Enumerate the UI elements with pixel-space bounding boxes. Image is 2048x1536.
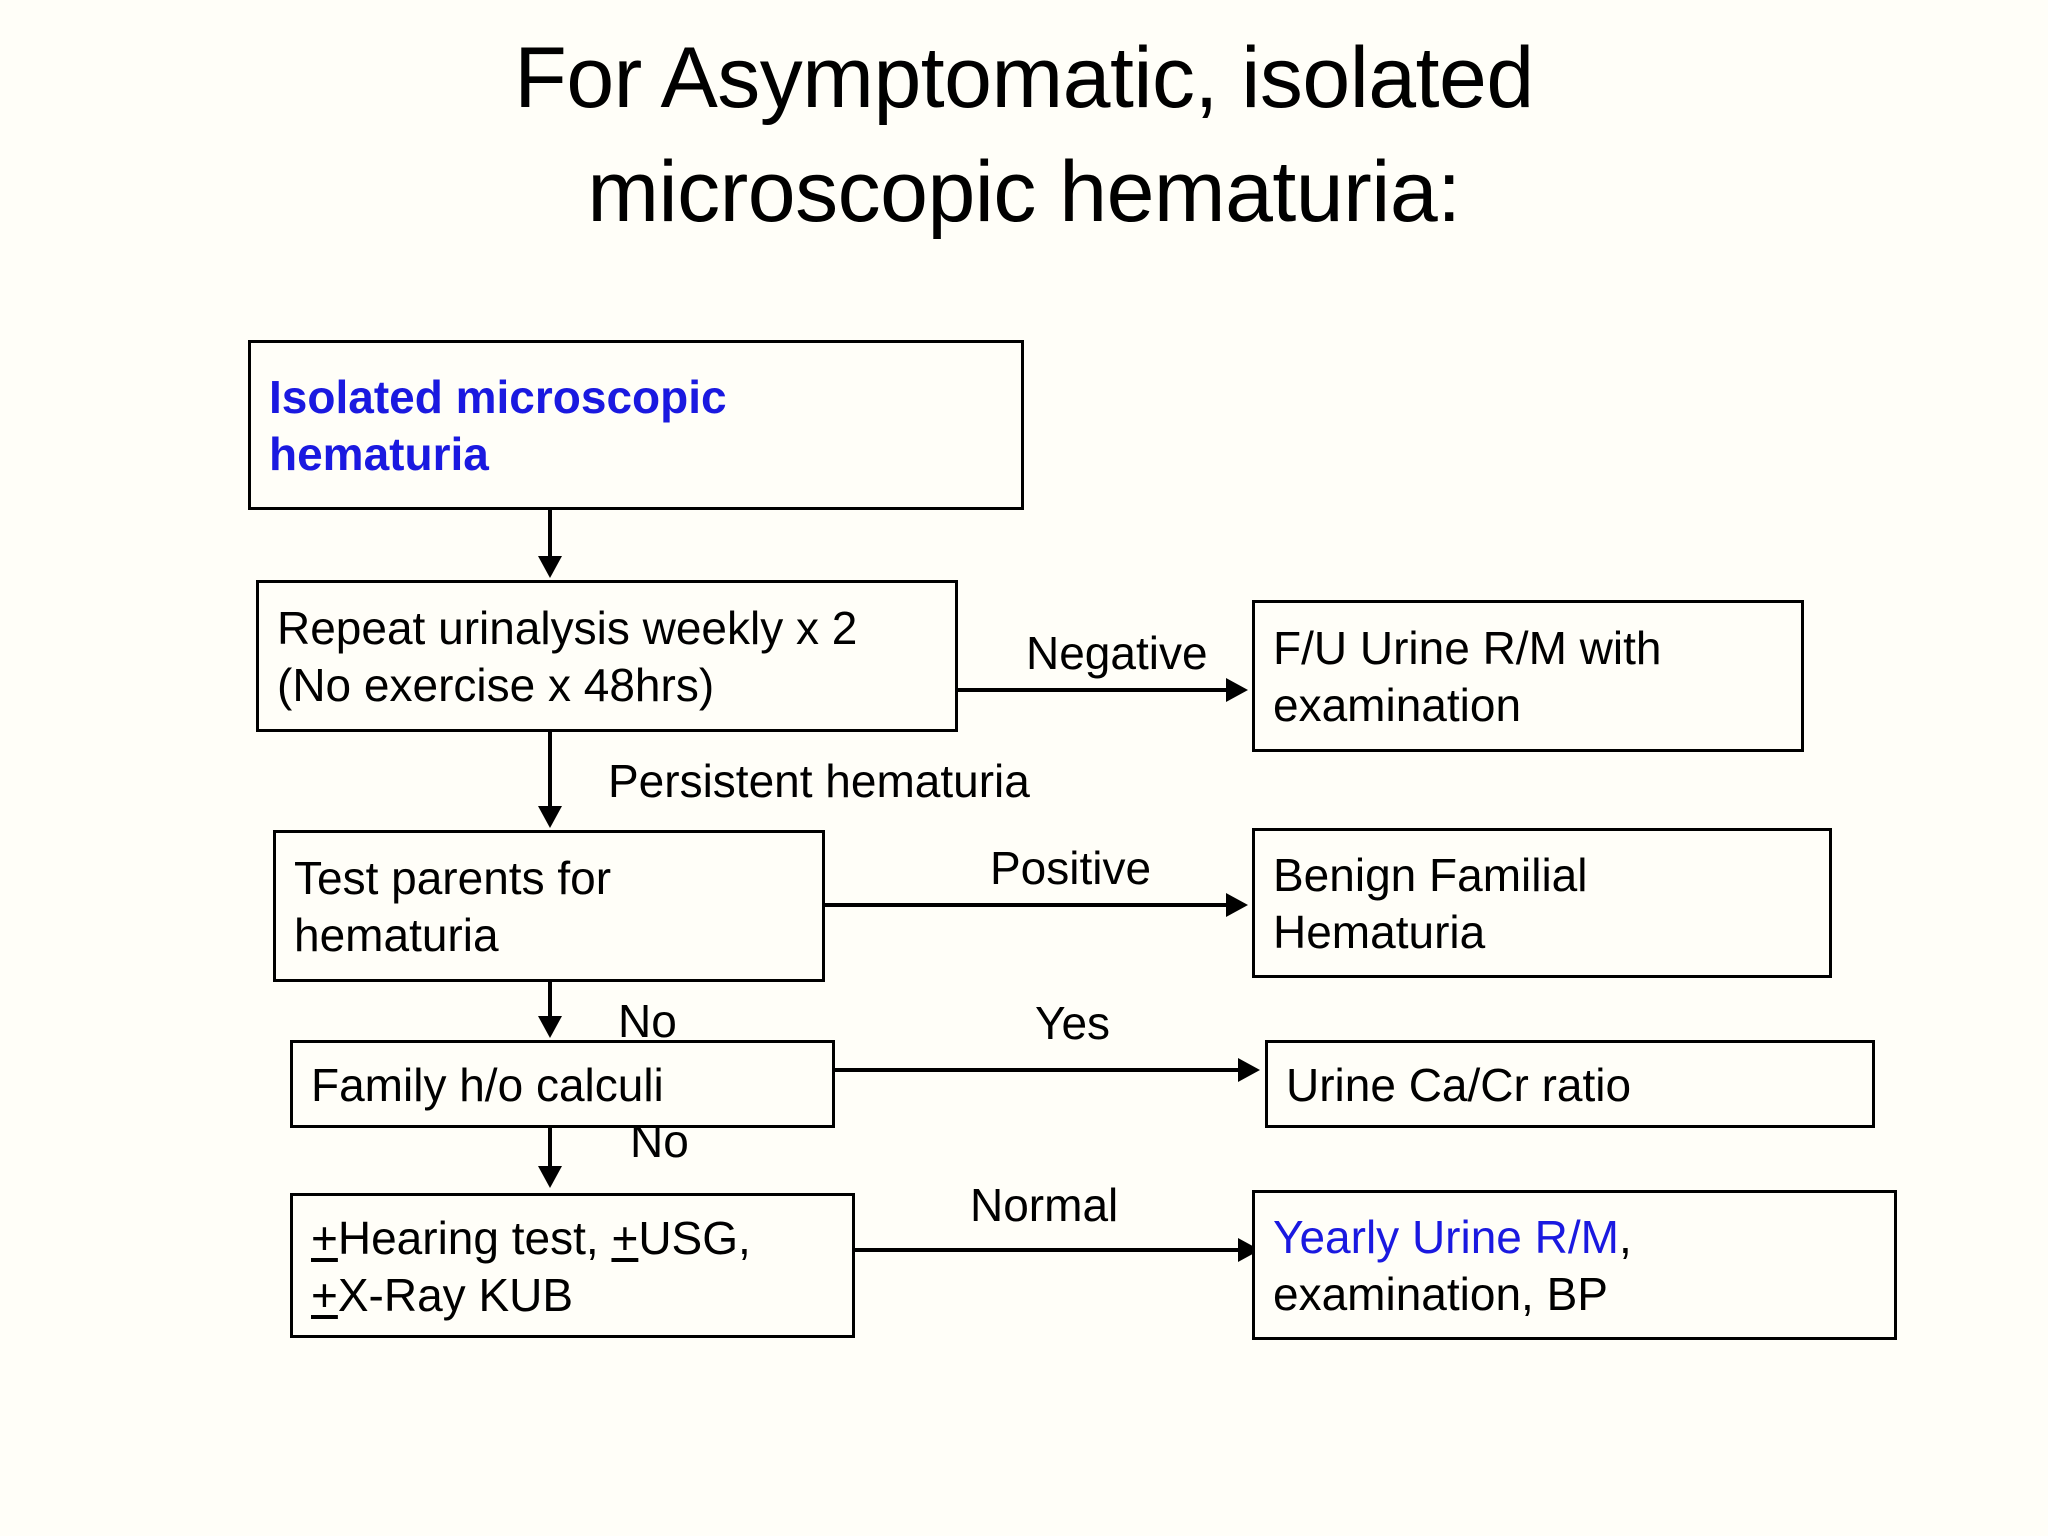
- node-test-parents-line-1: Test parents for: [294, 852, 612, 905]
- node-test-parents-line-2: hematuria: [294, 909, 499, 961]
- node-fu-urine-line-2: examination: [1273, 679, 1522, 731]
- node-benign-familial-hematuria[interactable]: Benign Familial Hematuria: [1252, 828, 1832, 978]
- edge-label-no-1: No: [618, 995, 677, 1047]
- node-yearly-line-1-black: ,: [1618, 1211, 1632, 1264]
- arrowhead-negative: [1226, 678, 1248, 702]
- connector-negative: [958, 688, 1228, 692]
- edge-label-yes: Yes: [1035, 997, 1111, 1049]
- node-urine-ca-cr-ratio[interactable]: Urine Ca/Cr ratio: [1265, 1040, 1875, 1128]
- node-isolated-microscopic-hematuria[interactable]: Isolated microscopic hematuria: [248, 340, 1024, 510]
- node-family-calculi-line-1: Family h/o calculi: [311, 1058, 664, 1111]
- node-hearing-text-1: Hearing test,: [337, 1211, 612, 1264]
- page-title: For Asymptomatic, isolated microscopic h…: [0, 22, 2048, 249]
- node-repeat-line-2: (No exercise x 48hrs): [277, 659, 715, 711]
- node-fu-urine-line-1: F/U Urine R/M with: [1273, 622, 1662, 675]
- connector-repeat-to-test-parents: [548, 732, 552, 810]
- arrowhead-repeat-to-test-parents: [538, 806, 562, 828]
- plusminus-icon-xray: +: [311, 1268, 338, 1321]
- arrowhead-start-to-repeat: [538, 556, 562, 578]
- page-title-line-2: microscopic hematuria:: [587, 143, 1461, 240]
- arrowhead-positive: [1226, 893, 1248, 917]
- connector-test-parents-to-family: [548, 982, 552, 1020]
- plusminus-icon-hearing: +: [311, 1211, 338, 1264]
- arrowhead-yes: [1238, 1058, 1260, 1082]
- node-test-parents-for-hematuria[interactable]: Test parents for hematuria: [273, 830, 825, 982]
- connector-normal: [855, 1248, 1240, 1252]
- edge-label-persistent-hematuria: Persistent hematuria: [608, 755, 1030, 807]
- node-yearly-line-2: examination, BP: [1273, 1268, 1608, 1320]
- node-hearing-line-1: +Hearing test, +USG,: [311, 1210, 836, 1267]
- node-family-ho-calculi[interactable]: Family h/o calculi: [290, 1040, 835, 1128]
- plusminus-icon-usg: +: [611, 1211, 639, 1264]
- node-isolated-line-2: hematuria: [269, 428, 489, 480]
- node-benign-line-2: Hematuria: [1273, 906, 1486, 958]
- page-title-line-1: For Asymptomatic, isolated: [514, 30, 1534, 126]
- edge-label-normal: Normal: [970, 1179, 1119, 1231]
- node-urine-cacr-line-1: Urine Ca/Cr ratio: [1286, 1058, 1632, 1111]
- node-hearing-usg-xray[interactable]: +Hearing test, +USG, +X-Ray KUB: [290, 1193, 855, 1338]
- node-repeat-line-1: Repeat urinalysis weekly x 2: [277, 602, 858, 655]
- node-hearing-text-3: X-Ray KUB: [337, 1268, 574, 1321]
- node-isolated-line-1: Isolated microscopic: [269, 371, 727, 424]
- edge-label-negative: Negative: [1026, 627, 1208, 679]
- connector-positive: [825, 903, 1228, 907]
- arrowhead-family-to-hearing: [538, 1166, 562, 1188]
- node-fu-urine-rm[interactable]: F/U Urine R/M with examination: [1252, 600, 1804, 752]
- node-yearly-urine-rm[interactable]: Yearly Urine R/M, examination, BP: [1252, 1190, 1897, 1340]
- node-hearing-line-2: +X-Ray KUB: [311, 1267, 836, 1324]
- arrowhead-test-parents-to-family: [538, 1016, 562, 1038]
- node-repeat-urinalysis[interactable]: Repeat urinalysis weekly x 2 (No exercis…: [256, 580, 958, 732]
- edge-label-no-2: No: [630, 1115, 689, 1167]
- edge-label-positive: Positive: [990, 842, 1152, 894]
- node-benign-line-1: Benign Familial: [1273, 849, 1588, 902]
- node-yearly-line-1-blue: Yearly Urine R/M: [1273, 1211, 1619, 1264]
- connector-family-to-hearing: [548, 1128, 552, 1170]
- connector-start-to-repeat: [548, 510, 552, 560]
- connector-yes: [835, 1068, 1240, 1072]
- node-yearly-line-1: Yearly Urine R/M,: [1273, 1209, 1878, 1266]
- node-hearing-text-2: USG,: [638, 1211, 751, 1264]
